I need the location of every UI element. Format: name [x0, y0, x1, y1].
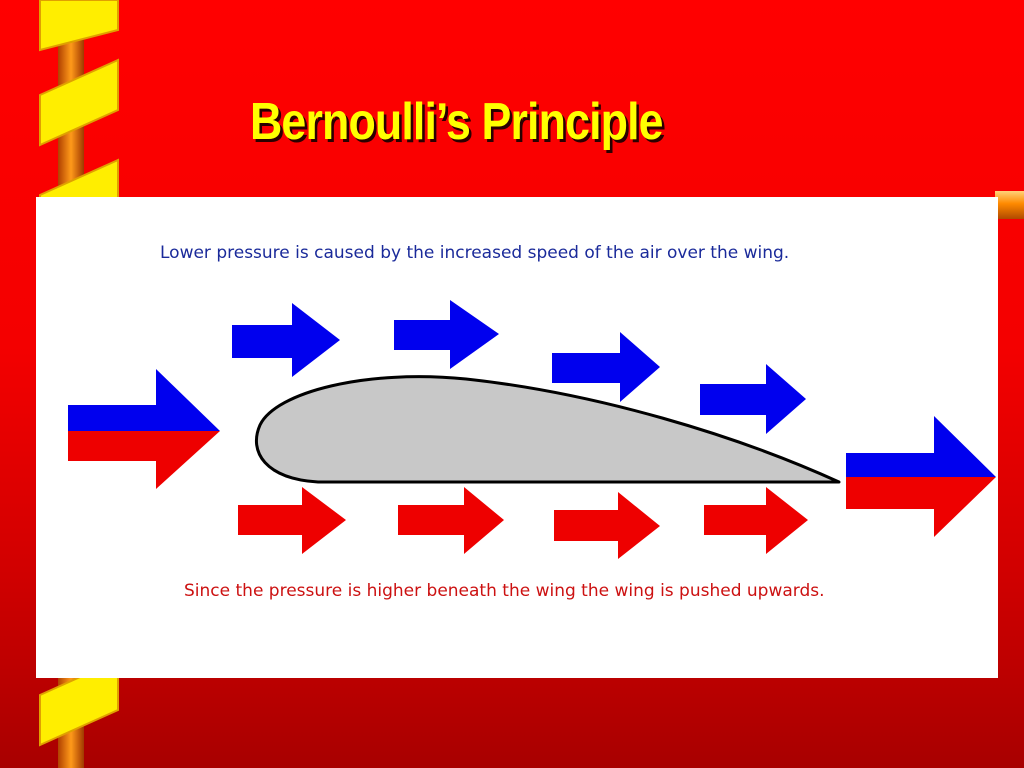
airfoil-wing-shape — [254, 375, 841, 484]
upper-airflow-arrow — [232, 303, 340, 377]
diagram-panel: Lower pressure is caused by the increase… — [36, 197, 998, 678]
airfoil-diagram — [68, 300, 996, 559]
upper-airflow-arrow — [552, 332, 660, 402]
upper-airflow-arrow — [394, 300, 499, 369]
lower-airflow-arrow — [398, 487, 504, 554]
outgoing-airflow-arrow-upper — [846, 416, 996, 477]
lower-airflow-arrow — [704, 487, 808, 554]
decorative-bar — [995, 191, 1024, 219]
incoming-airflow-arrow-lower — [68, 431, 220, 489]
caption-lower-pressure: Lower pressure is caused by the increase… — [160, 243, 790, 263]
incoming-airflow-arrow-upper — [68, 369, 220, 431]
outgoing-airflow-arrow-lower — [846, 477, 996, 537]
caption-higher-pressure: Since the pressure is higher beneath the… — [184, 581, 825, 601]
upper-airflow-arrow — [700, 364, 806, 434]
lower-airflow-arrow — [554, 492, 660, 559]
lower-airflow-arrow — [238, 487, 346, 554]
slide-title: Bernoulli’s Principle — [250, 93, 664, 151]
